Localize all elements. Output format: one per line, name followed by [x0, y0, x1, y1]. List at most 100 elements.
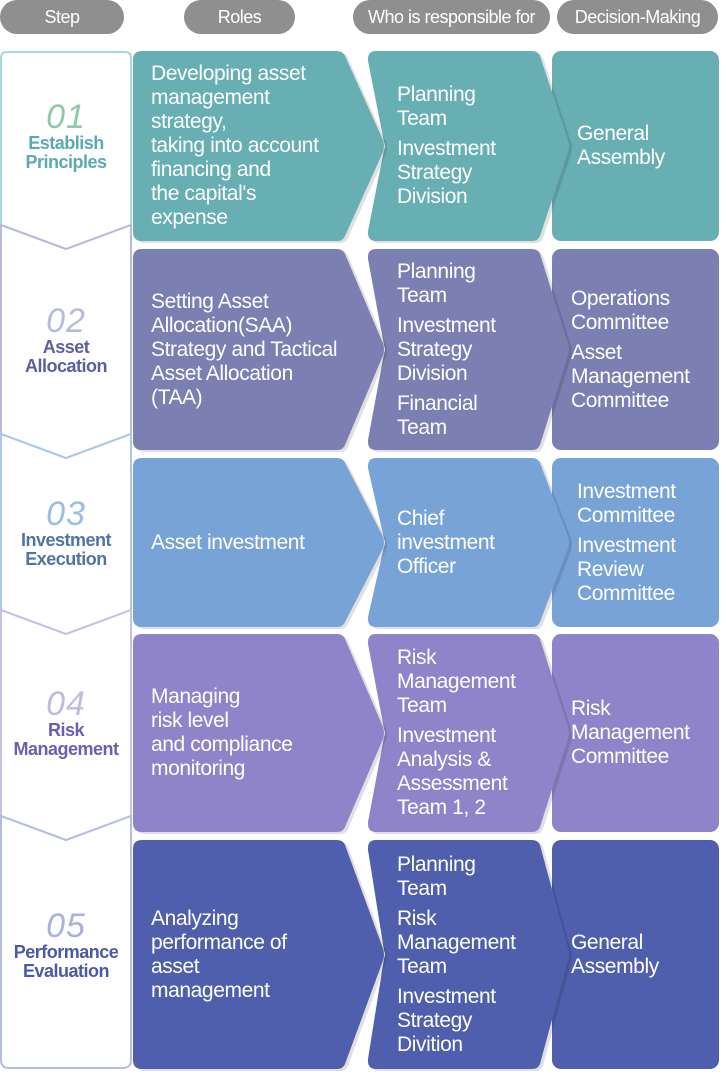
- decision-text-line: Review: [577, 557, 644, 581]
- decision-text-line: General: [577, 122, 649, 145]
- responsible-text-line: Strategy: [397, 337, 473, 361]
- step-name-line: Allocation: [24, 355, 108, 376]
- decision-text-line: Committee: [571, 310, 669, 334]
- responsible-text-line: Investment: [397, 724, 496, 747]
- step-number: 03: [46, 494, 86, 533]
- step-name-line: Performance: [13, 941, 119, 962]
- role-text-line: Analyzing: [151, 906, 239, 930]
- responsible-text-line: Team: [397, 107, 447, 130]
- responsible-text-line: Division: [397, 185, 468, 208]
- step-number: 05: [46, 906, 86, 945]
- step-chevron-shape: [0, 815, 132, 1069]
- decision-text-line: Investment: [577, 533, 676, 557]
- responsible-text-line: Strategy: [397, 161, 473, 184]
- decision-text-line: Risk: [571, 697, 611, 720]
- role-text-line: (TAA): [151, 385, 203, 409]
- decision-text-line: Committee: [577, 581, 675, 605]
- decision-text-line: Asset: [571, 340, 622, 364]
- step-number: 01: [46, 98, 86, 136]
- decision-text-line: General: [571, 930, 643, 954]
- role-text-line: financing and: [151, 158, 271, 181]
- responsible-text-line: Investment: [397, 313, 496, 337]
- responsible-text-line: Risk: [397, 906, 437, 930]
- step-name-line: Management: [13, 739, 119, 759]
- decision-text-line: Management: [571, 364, 690, 388]
- header-decision-making: Decision-Making: [557, 0, 718, 34]
- responsible-text-line: Financial: [397, 391, 478, 415]
- step-cell-05: [0, 815, 132, 1077]
- responsible-text-line: Team: [397, 415, 447, 439]
- step-name-line: Investment: [20, 529, 112, 550]
- role-text-line: taking into account: [151, 134, 319, 157]
- role-text-line: Managing: [151, 685, 241, 708]
- decision-text-line: Investment: [577, 479, 676, 503]
- header-step: Step: [0, 0, 124, 34]
- decision-text-line: Management: [571, 721, 690, 744]
- responsible-text-line: Planning: [397, 259, 476, 283]
- responsible-text-line: Risk: [397, 646, 437, 669]
- role-text-line: management: [151, 978, 270, 1002]
- responsible-text-line: investment: [397, 530, 495, 554]
- step-name-line: Establish: [28, 133, 104, 153]
- responsible-text-line: Team: [397, 694, 447, 717]
- role-text-line: management: [151, 86, 270, 109]
- responsible-text-line: Team: [397, 283, 447, 307]
- header-responsible: Who is responsible for: [353, 0, 550, 34]
- role-text-line: asset: [151, 954, 200, 978]
- role-text-line: Strategy and Tactical: [151, 337, 338, 361]
- role-text-line: Setting Asset: [151, 289, 269, 313]
- role-text-line: risk level: [151, 709, 229, 732]
- role-text-line: the capital's: [151, 182, 257, 205]
- step-number: 02: [46, 301, 86, 340]
- responsible-text-line: Officer: [397, 554, 456, 578]
- responsible-text-line: Planning: [397, 852, 476, 876]
- decision-text-line: Committee: [571, 388, 669, 412]
- responsible-text-line: Division: [397, 361, 468, 385]
- responsible-text-line: Investment: [397, 137, 496, 160]
- role-text-line: expense: [151, 206, 228, 229]
- responsible-text-line: Team: [397, 954, 447, 978]
- decision-text-line: Assembly: [577, 146, 665, 169]
- responsible-text-line: Chief: [397, 506, 445, 530]
- responsible-text-line: Team 1, 2: [397, 796, 486, 819]
- step-name-line: Principles: [25, 152, 107, 172]
- responsible-text-line: Management: [397, 670, 516, 693]
- step-cell-01: [0, 51, 132, 260]
- step-name-line: Evaluation: [22, 960, 110, 981]
- responsible-text-line: Team: [397, 876, 447, 900]
- responsible-text-line: Investment: [397, 984, 496, 1008]
- role-text-line: performance of: [151, 930, 287, 954]
- responsible-text-line: Management: [397, 930, 516, 954]
- step-name-line: Execution: [25, 548, 107, 569]
- responsible-text-line: Assessment: [397, 772, 508, 795]
- step-name-line: Risk: [47, 720, 85, 740]
- decision-text-line: Operations: [571, 286, 670, 310]
